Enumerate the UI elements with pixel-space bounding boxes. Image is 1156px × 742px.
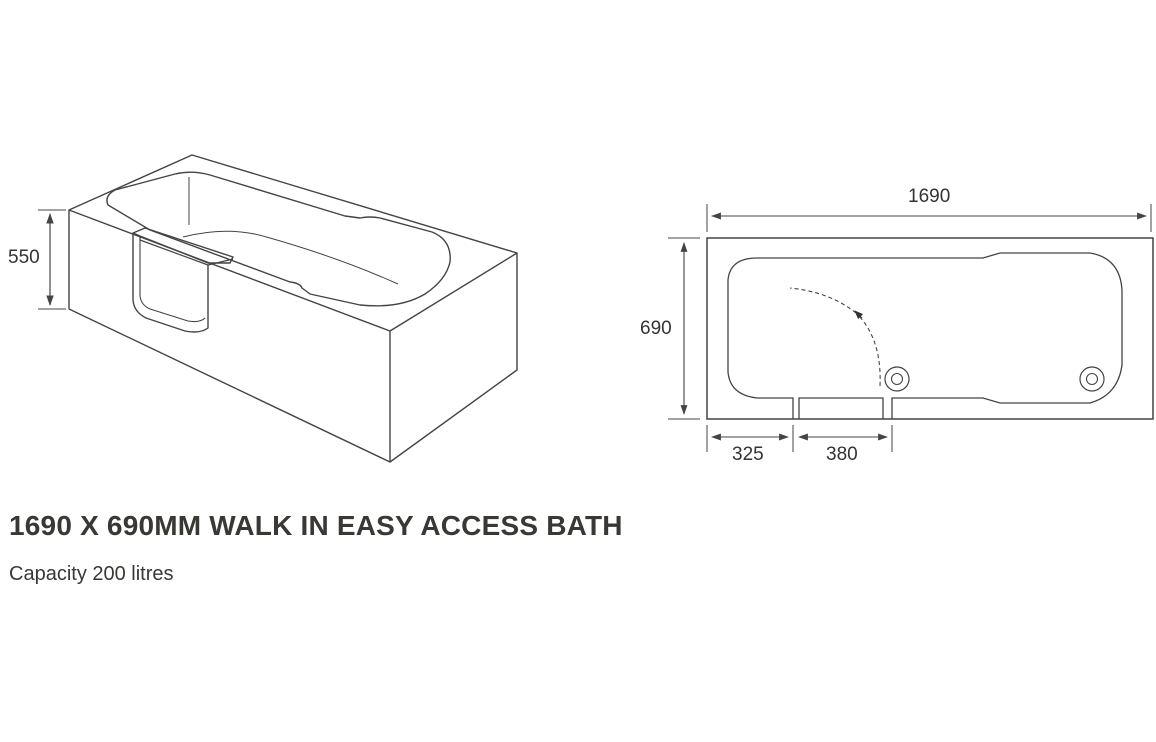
tap-left (884, 366, 910, 392)
length-dimension-label: 1690 (908, 186, 950, 207)
width-dimension-label: 690 (640, 318, 672, 339)
height-dimension-label: 550 (8, 247, 40, 268)
product-title: 1690 X 690MM WALK IN EASY ACCESS BATH (9, 510, 623, 541)
bath-inner-rim (106, 171, 451, 307)
tap-right (1079, 366, 1105, 392)
door-seat (132, 227, 234, 264)
plan-inner-bowl (727, 252, 1123, 419)
plan-bath-view (668, 204, 1154, 452)
product-capacity: Capacity 200 litres (9, 563, 174, 585)
door-swing-arc (857, 314, 881, 387)
bath-top-face (68, 154, 518, 332)
isometric-bath-view (38, 154, 518, 463)
bath-front-face (68, 210, 391, 463)
door-width-dimension-label: 380 (826, 444, 858, 465)
plan-outer-rect (706, 237, 1154, 420)
bath-end-face (389, 253, 518, 463)
door-offset-dimension-label: 325 (732, 444, 764, 465)
door-panel (132, 233, 209, 333)
